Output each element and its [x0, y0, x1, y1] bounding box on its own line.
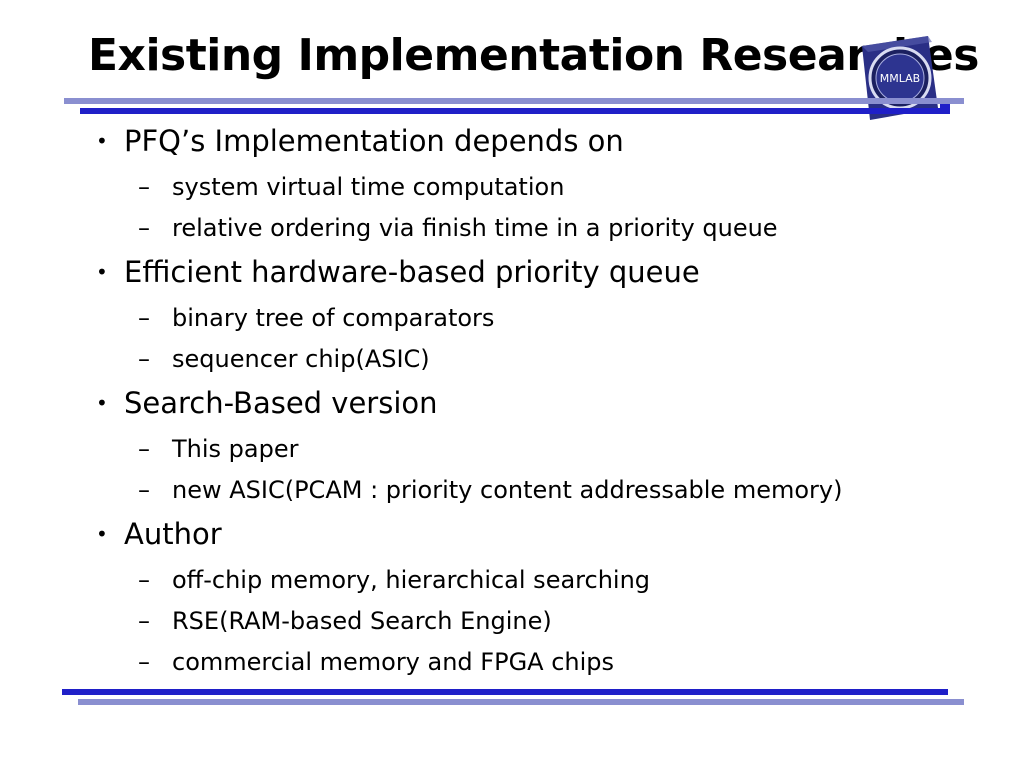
sub-text: new ASIC(PCAM : priority content address…: [172, 476, 843, 504]
bullet-dot: •: [96, 129, 108, 153]
sub-item: –new ASIC(PCAM : priority content addres…: [138, 474, 842, 506]
bullet-dot: •: [96, 260, 108, 284]
bullet-dot: •: [96, 391, 108, 415]
sub-text: system virtual time computation: [172, 173, 565, 201]
sub-dash: –: [138, 435, 150, 463]
slide-title: Existing Implementation Researches: [88, 30, 979, 81]
sub-dash: –: [138, 345, 150, 373]
sub-text: sequencer chip(ASIC): [172, 345, 430, 373]
top-rule-cap: [940, 104, 950, 114]
sub-text: This paper: [172, 435, 299, 463]
sub-item: –commercial memory and FPGA chips: [138, 646, 614, 678]
bullet-text: Efficient hardware-based priority queue: [124, 255, 700, 289]
bullet-item: • PFQ’s Implementation depends on: [96, 123, 624, 159]
sub-item: –sequencer chip(ASIC): [138, 343, 430, 375]
top-rule-dark: [80, 108, 948, 114]
sub-dash: –: [138, 173, 150, 201]
bottom-rule-light: [78, 699, 964, 705]
sub-dash: –: [138, 304, 150, 332]
sub-item: –relative ordering via finish time in a …: [138, 212, 778, 244]
bullet-text: Search-Based version: [124, 386, 438, 420]
sub-dash: –: [138, 476, 150, 504]
bullet-item: • Author: [96, 516, 222, 552]
sub-text: off-chip memory, hierarchical searching: [172, 566, 651, 594]
sub-text: RSE(RAM-based Search Engine): [172, 607, 552, 635]
sub-item: –RSE(RAM-based Search Engine): [138, 605, 552, 637]
sub-dash: –: [138, 214, 150, 242]
bullet-item: • Search-Based version: [96, 385, 438, 421]
sub-item: –This paper: [138, 433, 298, 465]
sub-dash: –: [138, 648, 150, 676]
sub-text: relative ordering via finish time in a p…: [172, 214, 778, 242]
sub-text: binary tree of comparators: [172, 304, 495, 332]
logo-text: MMLAB: [880, 72, 920, 85]
sub-item: –system virtual time computation: [138, 171, 564, 203]
bottom-rule-dark: [62, 689, 948, 695]
sub-item: –off-chip memory, hierarchical searching: [138, 564, 650, 596]
bullet-item: • Efficient hardware-based priority queue: [96, 254, 700, 290]
bullet-text: PFQ’s Implementation depends on: [124, 124, 624, 158]
bullet-text: Author: [124, 517, 222, 551]
top-rule-light: [64, 98, 964, 104]
sub-item: –binary tree of comparators: [138, 302, 494, 334]
sub-text: commercial memory and FPGA chips: [172, 648, 615, 676]
sub-dash: –: [138, 607, 150, 635]
bullet-dot: •: [96, 522, 108, 546]
sub-dash: –: [138, 566, 150, 594]
